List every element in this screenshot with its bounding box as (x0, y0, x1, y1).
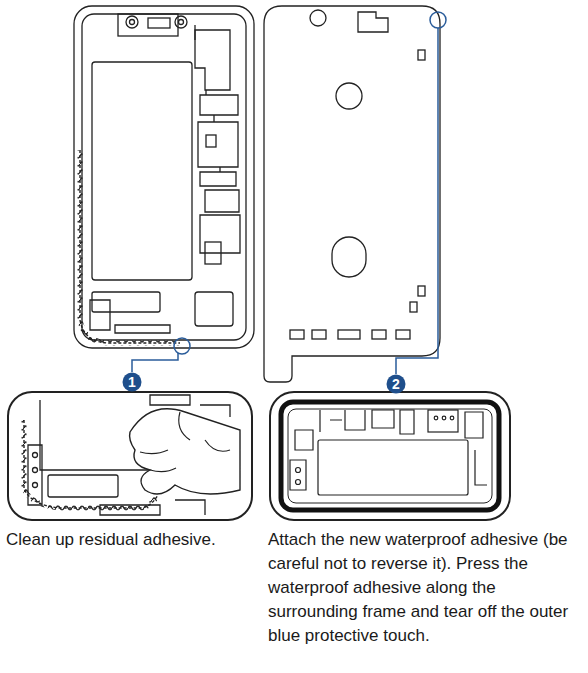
caption-text: Attach the new waterproof adhesive (be c… (268, 528, 586, 648)
adhesive-sheet (264, 6, 440, 382)
leader-line (132, 12, 446, 374)
wire-residue (80, 150, 180, 343)
callout-badge: 1 (122, 372, 142, 392)
phone-frame (74, 6, 254, 348)
callout-badge: 2 (386, 374, 406, 394)
callout-number: 1 (128, 375, 136, 389)
callout-number: 2 (392, 377, 400, 391)
detail-panel (270, 392, 510, 520)
detail-panel (8, 392, 252, 520)
wire-residue (80, 150, 180, 343)
caption-text: Clean up residual adhesive. (6, 528, 256, 552)
